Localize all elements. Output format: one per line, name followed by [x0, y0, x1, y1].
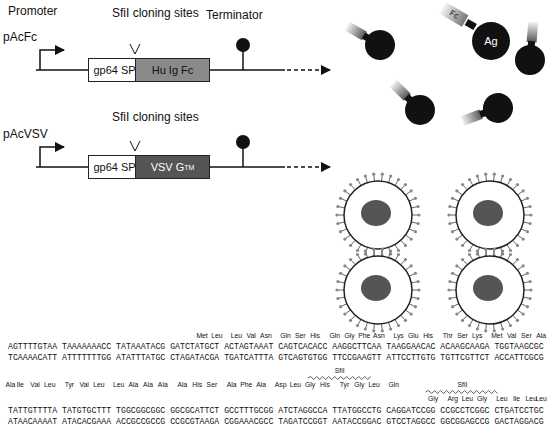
amino-acid: His: [192, 381, 202, 389]
amino-acid: Ala: [128, 381, 138, 389]
node-text: Ag: [484, 35, 497, 47]
fc-antigen-molecule: [457, 89, 517, 135]
amino-acid: Lys: [472, 332, 482, 340]
construct-name: pAcFc: [3, 30, 37, 44]
amino-acid: Tyr: [340, 381, 349, 389]
fc-antigen-molecule: [514, 21, 549, 76]
amino-acid: Gln: [280, 332, 291, 340]
construct-name: pAcVSV: [3, 127, 48, 141]
amino-acid: Tyr: [65, 381, 74, 389]
amino-acid: Met: [491, 332, 502, 340]
amino-acid: Gly: [354, 381, 364, 389]
amino-acid: Val: [247, 332, 256, 340]
amino-acid: Arg: [447, 395, 458, 403]
amino-acid: Gly: [477, 395, 487, 403]
signal-peptide-box: gp64 SP: [88, 58, 141, 82]
promoter-arrow: [40, 50, 64, 70]
amino-acid: Leu: [462, 395, 473, 403]
node-text: VSV G: [151, 161, 185, 173]
node-text: gp64 SP: [93, 161, 135, 173]
amino-acid: Glu: [408, 332, 419, 340]
amino-acid: Ala: [227, 381, 237, 389]
cloning-site-label: SfiI cloning sites: [112, 110, 199, 124]
subscript-text: TM: [184, 164, 194, 171]
amino-acid: Leu: [535, 395, 546, 403]
amino-acid: Leu: [44, 381, 55, 389]
amino-acid: Ser: [457, 332, 468, 340]
amino-acid: Gln: [388, 381, 399, 389]
amino-acid: Lys: [393, 332, 403, 340]
amino-acid: His: [320, 381, 330, 389]
sequence-line: AGTTTTGTAA TAAAAAAACC TATAAATACG GATCTAT…: [8, 342, 544, 352]
amino-acid: Ala: [158, 381, 168, 389]
amino-acid: Asp: [275, 381, 287, 389]
amino-acid: Ala: [178, 381, 188, 389]
terminator-head: [236, 135, 250, 149]
amino-acid: Leu: [290, 381, 301, 389]
amino-acid: Met: [196, 332, 207, 340]
cloning-site-mark: [130, 44, 140, 54]
amino-acid: Ser: [295, 332, 306, 340]
pseudotyped-virions: [335, 173, 532, 333]
promoter-label: Promoter: [8, 4, 57, 18]
amino-acid: Gly: [344, 332, 354, 340]
amino-acid: Val: [79, 381, 88, 389]
sfii-site-marks: [308, 377, 498, 394]
fc-antigen-molecule: [340, 13, 401, 65]
amino-acid: Ser: [207, 381, 218, 389]
promoter-arrow: [40, 147, 64, 167]
amino-acid: Leu: [211, 332, 222, 340]
amino-acid: His: [423, 332, 433, 340]
node-text: Hu Ig Fc: [152, 64, 194, 76]
complement-line: TCAAAACATT ATTTTTTTGG ATATTTATGC CTAGATA…: [8, 353, 544, 363]
fc-antigen-molecule: [383, 73, 442, 132]
node-text: Fc: [448, 8, 460, 20]
amino-acid: Leu: [526, 395, 537, 403]
amino-acid: Gly: [305, 381, 315, 389]
amino-acid: Gly: [428, 395, 438, 403]
sequence-line: TATTGTTTTA TATGTGCTTT TGGCGGCGGC GGCGCAT…: [8, 406, 544, 416]
amino-acid: Val: [30, 381, 39, 389]
terminator-label: Terminator: [206, 8, 263, 22]
amino-acid: Phe: [240, 381, 252, 389]
antigen-circle: Ag: [472, 22, 510, 60]
amino-acid: Leu: [113, 381, 124, 389]
amino-acid: Leu: [368, 381, 379, 389]
vsv-g-tm-box: VSV GTM: [135, 155, 210, 179]
amino-acid: Leu: [231, 332, 242, 340]
restriction-site-label: SfiI: [458, 381, 468, 389]
amino-acid: Ile: [17, 381, 24, 389]
amino-acid: Ala: [6, 381, 16, 389]
molecule-neck: [465, 19, 477, 30]
amino-acid: Ala: [143, 381, 153, 389]
terminator-stem: [242, 50, 244, 70]
amino-acid: Thr: [443, 332, 453, 340]
signal-peptide-box: gp64 SP: [88, 155, 141, 179]
dashed-arrow: [287, 69, 330, 71]
amino-acid: Asn: [260, 332, 272, 340]
cloning-site-mark: [130, 141, 140, 151]
amino-acid: His: [310, 332, 320, 340]
amino-acid: Ser: [521, 332, 532, 340]
amino-acid: Phe: [358, 332, 370, 340]
cloning-site-label: SfiI cloning sites: [112, 6, 199, 20]
amino-acid: Val: [507, 332, 516, 340]
amino-acid: Leu: [496, 395, 507, 403]
node-text: gp64 SP: [93, 64, 135, 76]
amino-acid: Leu: [93, 381, 104, 389]
complement-line: ATAACAAAAT ATACACGAAA ACCGCCGCCG CCGCGTA…: [8, 417, 544, 427]
amino-acid: Gln: [329, 332, 340, 340]
fc-tag: Fc: [439, 2, 468, 26]
amino-acid: Ala: [536, 332, 546, 340]
restriction-site-label: SfiI: [335, 367, 345, 375]
terminator-head: [236, 38, 250, 52]
terminator-stem: [242, 147, 244, 167]
amino-acid: Ala: [256, 381, 266, 389]
amino-acid: Ile: [513, 395, 520, 403]
dashed-arrow: [287, 166, 330, 168]
fc-domain-box: Hu Ig Fc: [135, 58, 210, 82]
amino-acid: Asn: [373, 332, 385, 340]
